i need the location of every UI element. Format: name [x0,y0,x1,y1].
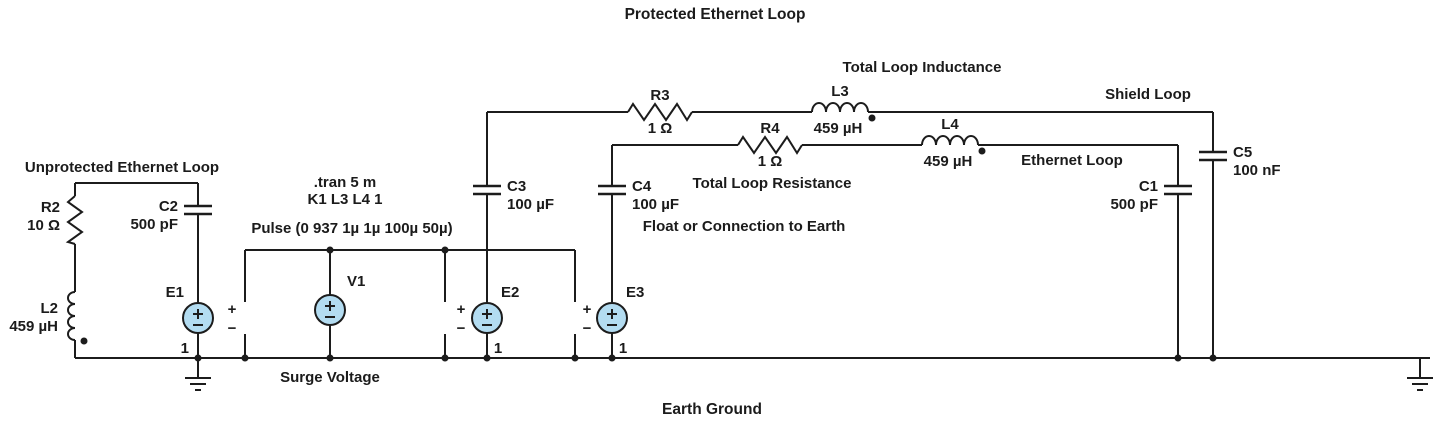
E1-ref-label: E1 [166,284,184,301]
C1-value-label: 500 pF [1110,196,1158,213]
inductor-L4: L4 459 µH [921,116,986,170]
resistor-R4: R4 1 Ω [737,120,803,170]
E2-ref-label: E2 [501,284,519,301]
E1-plus-label: + [228,301,237,318]
C4-value-label: 100 µF [632,196,679,213]
R4-ref-label: R4 [760,120,780,137]
E3-gain-label: 1 [619,340,627,357]
ground-symbol-left [185,377,211,391]
C1-ref-label: C1 [1139,178,1158,195]
E2-minus-label: − [457,320,466,337]
capacitor-C3: C3 100 µF [473,178,554,213]
label-surge-voltage: Surge Voltage [280,369,380,386]
capacitor-C4: C4 100 µF [598,178,679,213]
ground-symbol-right [1407,377,1433,391]
V1-ref-label: V1 [347,273,365,290]
source-E3: E3 + − 1 [583,284,645,357]
label-ethernet-loop: Ethernet Loop [1021,152,1123,169]
source-E1: E1 + − 1 [166,284,237,357]
plus-minus-icon [482,309,492,326]
R4-value-label: 1 Ω [758,153,783,170]
inductor-L3: L3 459 µH [811,83,876,137]
L2-ref-label: L2 [40,300,58,317]
capacitor-C2: C2 500 pF [130,198,212,233]
C3-ref-label: C3 [507,178,526,195]
C5-value-label: 100 nF [1233,162,1281,179]
L3-value-label: 459 µH [814,120,863,137]
E3-plus-label: + [583,301,592,318]
diagram-title: Protected Ethernet Loop [625,6,806,23]
junction-dots [194,246,1217,362]
E1-minus-label: − [228,320,237,337]
resistor-R3: R3 1 Ω [627,87,693,137]
label-pulse-directive: Pulse (0 937 1µ 1µ 100µ 50µ) [251,220,452,237]
L2-phase-dot [80,337,88,345]
C2-value-label: 500 pF [130,216,178,233]
L3-phase-dot [868,114,876,122]
R3-ref-label: R3 [650,87,669,104]
R2-ref-label: R2 [41,199,60,216]
L4-value-label: 459 µH [924,153,973,170]
L4-ref-label: L4 [941,116,959,133]
label-coupling-directive: K1 L3 L4 1 [307,191,382,208]
E3-ref-label: E3 [626,284,644,301]
C4-ref-label: C4 [632,178,652,195]
L4-phase-dot [978,147,986,155]
plus-minus-icon [325,301,335,318]
plus-minus-icon [193,309,203,326]
label-float-or-earth: Float or Connection to Earth [643,218,846,235]
capacitor-C1: C1 500 pF [1110,178,1192,213]
E2-gain-label: 1 [494,340,502,357]
E3-minus-label: − [583,320,592,337]
label-total-loop-resistance: Total Loop Resistance [693,175,852,192]
L2-value-label: 459 µH [9,318,58,335]
label-earth-ground: Earth Ground [662,401,762,418]
C2-ref-label: C2 [159,198,178,215]
resistor-R2: R2 10 Ω [27,195,84,245]
E2-plus-label: + [457,301,466,318]
R2-value-label: 10 Ω [27,217,60,234]
label-tran-directive: .tran 5 m [314,174,377,191]
label-shield-loop: Shield Loop [1105,86,1191,103]
C3-value-label: 100 µF [507,196,554,213]
C5-ref-label: C5 [1233,144,1252,161]
label-unprotected-ethernet-loop: Unprotected Ethernet Loop [25,159,219,176]
wire-network [74,111,1430,378]
plus-minus-icon [607,309,617,326]
label-total-loop-inductance: Total Loop Inductance [843,59,1002,76]
source-V1: V1 [314,273,365,326]
E1-gain-label: 1 [181,340,189,357]
capacitor-C5: C5 100 nF [1199,144,1281,179]
R3-value-label: 1 Ω [648,120,673,137]
L3-ref-label: L3 [831,83,849,100]
source-E2: E2 + − 1 [457,284,520,357]
inductor-L2: L2 459 µH [9,291,88,345]
